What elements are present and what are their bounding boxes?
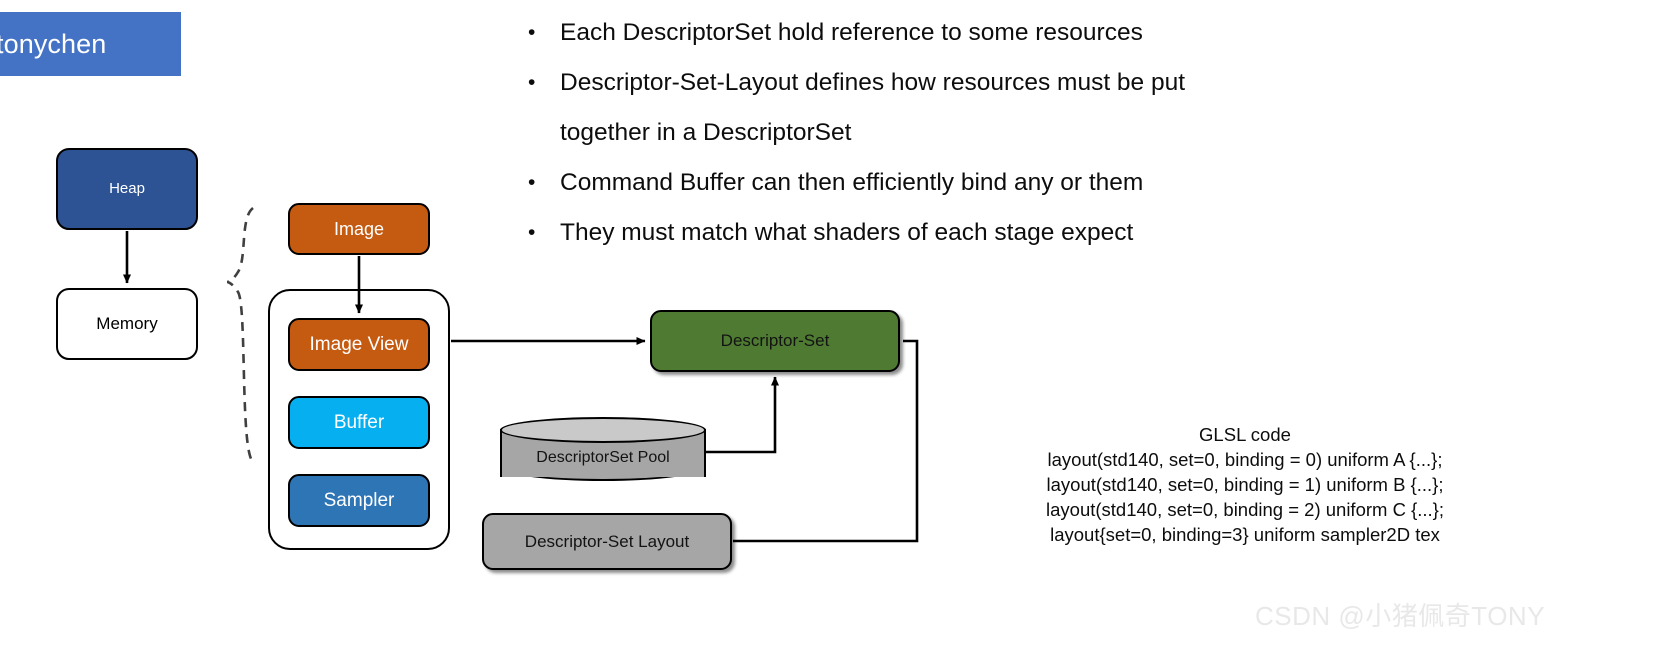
glsl-heading: GLSL code (1199, 424, 1291, 445)
bullet-item-continuation: • together in a DescriptorSet (528, 108, 1288, 158)
glsl-line: layout{set=0, binding=3} uniform sampler… (1050, 524, 1440, 545)
diagram-node-memory[interactable]: Memory (56, 288, 198, 360)
glsl-line: layout(std140, set=0, binding = 1) unifo… (1046, 474, 1444, 495)
bullet-item: • Command Buffer can then efficiently bi… (528, 158, 1288, 208)
csdn-watermark: CSDN @小猪佩奇TONY (1255, 601, 1546, 631)
node-label: Sampler (323, 489, 395, 511)
glsl-line: layout(std140, set=0, binding = 0) unifo… (1047, 449, 1443, 470)
node-label: Memory (96, 314, 158, 334)
node-label: Buffer (333, 411, 385, 433)
node-label: Heap (109, 180, 145, 198)
glsl-code-block: GLSL code layout(std140, set=0, binding … (1010, 422, 1480, 547)
node-label: Image View (309, 333, 409, 355)
bullet-text: Command Buffer can then efficiently bind… (560, 169, 1144, 196)
diagram-node-image-view[interactable]: Image View (288, 318, 430, 371)
node-label: DescriptorSet Pool (536, 448, 670, 466)
diagram-node-heap[interactable]: Heap (56, 148, 198, 230)
bullet-item: • Descriptor-Set-Layout defines how reso… (528, 58, 1288, 108)
bullet-marker-icon: • (528, 71, 536, 94)
node-label: Descriptor-Set (720, 331, 830, 351)
diagram-node-buffer[interactable]: Buffer (288, 396, 430, 449)
bullet-item: • They must match what shaders of each s… (528, 208, 1288, 258)
bullet-marker-icon: • (528, 171, 536, 194)
cylinder-top-ellipse-shape (500, 417, 706, 443)
bullet-item: • Each DescriptorSet hold reference to s… (528, 8, 1288, 58)
bullet-text: They must match what shaders of each sta… (560, 219, 1134, 246)
diagram-node-descriptor-set[interactable]: Descriptor-Set (650, 310, 900, 372)
diagram-node-descriptor-set-layout[interactable]: Descriptor-Set Layout (482, 513, 732, 570)
diagram-node-image[interactable]: Image (288, 203, 430, 255)
bullet-text: together in a DescriptorSet (560, 119, 852, 146)
slide-title-text: tonychen (0, 28, 107, 59)
diagram-node-descriptorset-pool[interactable]: DescriptorSet Pool (500, 417, 706, 485)
node-label: Descriptor-Set Layout (524, 531, 690, 551)
bullet-marker-icon: • (528, 221, 536, 244)
node-label: Image (333, 218, 385, 239)
diagram-resource-group-container (268, 289, 450, 550)
diagram-node-sampler[interactable]: Sampler (288, 474, 430, 527)
bullet-marker-icon: • (528, 21, 536, 44)
bullet-list: • Each DescriptorSet hold reference to s… (528, 8, 1288, 258)
bullet-text: Each DescriptorSet hold reference to som… (560, 19, 1143, 46)
slide-title-plate: tonychen (0, 12, 181, 76)
glsl-line: layout(std140, set=0, binding = 2) unifo… (1046, 499, 1444, 520)
bullet-text: Descriptor-Set-Layout defines how resour… (560, 69, 1186, 96)
